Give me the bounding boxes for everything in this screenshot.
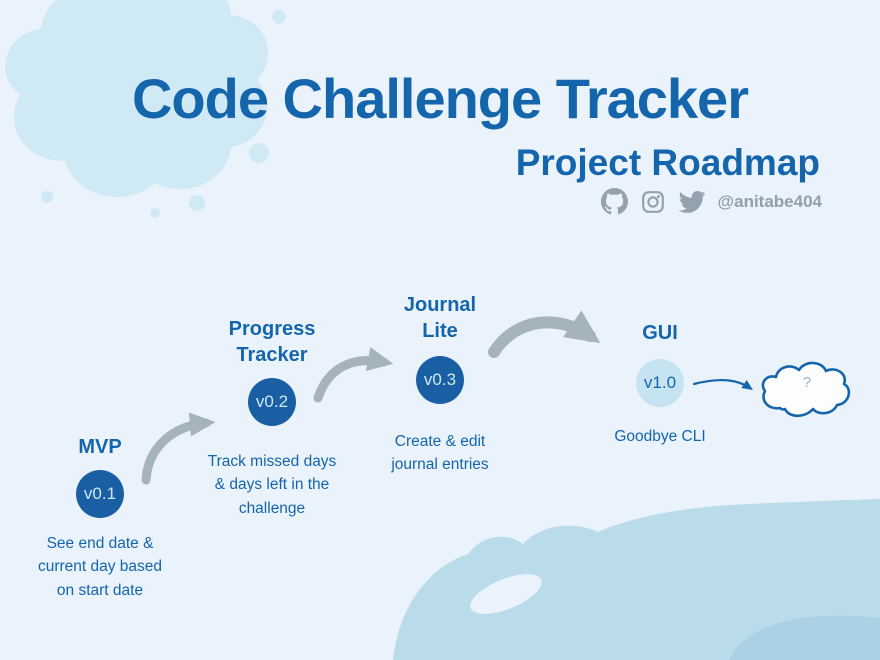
milestone-journal-lite: Journal Lite v0.3 Create & edit journal … [355, 292, 525, 477]
social-row: @anitabe404 [600, 188, 822, 215]
future-question-mark: ? [802, 374, 812, 391]
milestone-name: Journal Lite [403, 294, 477, 342]
page-title: Code Challenge Tracker [131, 67, 749, 130]
page-subtitle: Project Roadmap [515, 142, 820, 183]
milestone-description: Create & edit journal entries [391, 433, 489, 474]
paint-splatter-decoration [5, 0, 286, 218]
github-icon [600, 188, 628, 215]
milestone-description: See end date & current day based on star… [37, 535, 163, 599]
milestone-gui: GUI v1.0 Goodbye CLI [585, 320, 735, 448]
milestone-mvp: MVP v0.1 See end date & current day base… [15, 434, 185, 602]
wave-decoration [393, 499, 880, 660]
version-badge: v0.3 [416, 356, 464, 404]
milestone-name: GUI [642, 322, 678, 344]
twitter-icon [677, 191, 705, 213]
corner-blob-decoration [728, 615, 880, 660]
milestone-name: Progress Tracker [228, 318, 316, 366]
version-badge: v0.2 [248, 378, 296, 426]
milestone-description: Goodbye CLI [614, 428, 706, 445]
version-badge: v0.1 [76, 470, 124, 518]
social-handle: @anitabe404 [717, 191, 822, 211]
instagram-icon [641, 190, 664, 213]
milestone-description: Track missed days & days left in the cha… [207, 453, 337, 517]
version-badge: v1.0 [636, 359, 684, 407]
cloud-icon [761, 361, 851, 418]
milestone-progress-tracker: Progress Tracker v0.2 Track missed days … [187, 316, 357, 520]
future-cloud: ? [756, 358, 858, 424]
milestone-name: MVP [78, 436, 122, 458]
